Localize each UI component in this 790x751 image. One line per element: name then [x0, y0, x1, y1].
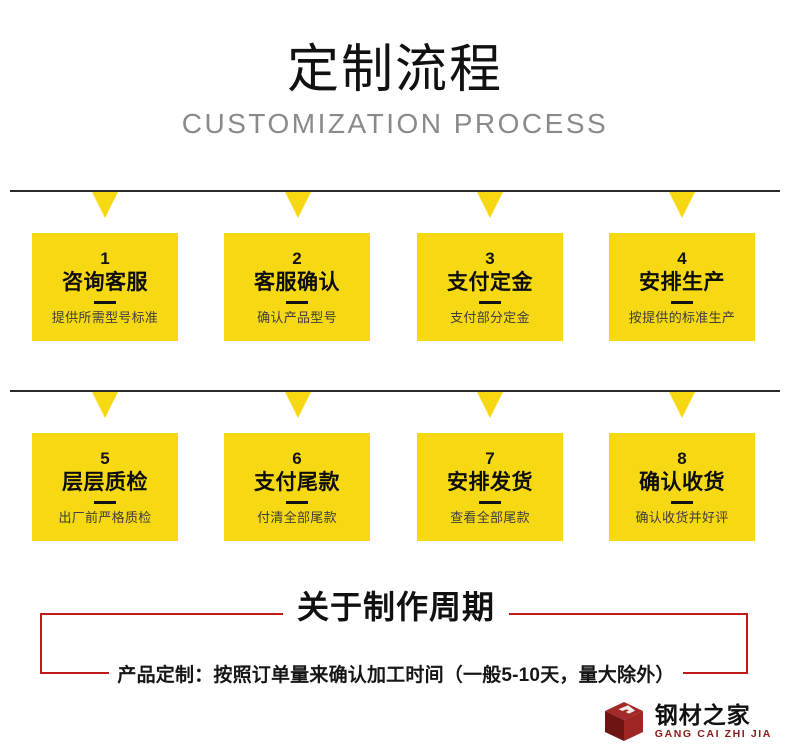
step-description: 出厂前严格质检 [58, 509, 152, 525]
down-arrow-icon [669, 392, 695, 418]
step-card[interactable]: 5 层层质检 出厂前严格质检 [32, 433, 178, 541]
step-number: 4 [677, 248, 687, 268]
step-card[interactable]: 4 安排生产 按提供的标准生产 [609, 233, 755, 341]
production-cycle-box: 关于制作周期 产品定制：按照订单量来确认加工时间（一般5-10天，量大除外） [40, 585, 748, 690]
step-divider [94, 500, 116, 504]
page-subtitle: CUSTOMIZATION PROCESS [181, 108, 609, 139]
step-number: 6 [292, 448, 302, 468]
step-card-group: 1 咨询客服 提供所需型号标准 2 客服确认 确认产品型号 3 支付定金 支付部… [0, 233, 790, 341]
down-arrow-icon [285, 192, 311, 218]
step-title: 支付定金 [447, 270, 533, 294]
step-description: 提供所需型号标准 [51, 309, 159, 325]
row-arrow-group [0, 392, 790, 418]
step-title: 安排发货 [447, 470, 533, 494]
step-card[interactable]: 1 咨询客服 提供所需型号标准 [32, 233, 178, 341]
step-divider [286, 300, 308, 304]
cube-logo-icon [604, 702, 643, 741]
page-title: 定制流程 [286, 41, 503, 99]
page-header: 定制流程 CUSTOMIZATION PROCESS [0, 38, 790, 142]
step-description: 查看全部尾款 [450, 509, 530, 525]
step-title: 安排生产 [639, 270, 725, 294]
down-arrow-icon [92, 192, 118, 218]
step-description: 确认产品型号 [257, 309, 337, 325]
step-number: 1 [100, 248, 110, 268]
down-arrow-icon [669, 192, 695, 218]
production-cycle-note-text: 产品定制：按照订单量来确认加工时间（一般5-10天，量大除外） [109, 662, 683, 690]
step-card[interactable]: 8 确认收货 确认收货并好评 [609, 433, 755, 541]
down-arrow-icon [477, 392, 503, 418]
step-card[interactable]: 6 支付尾款 付清全部尾款 [224, 433, 370, 541]
step-number: 5 [100, 448, 110, 468]
down-arrow-icon [285, 392, 311, 418]
step-card-group: 5 层层质检 出厂前严格质检 6 支付尾款 付清全部尾款 7 安排发货 查看全部… [0, 433, 790, 541]
production-cycle-note: 产品定制：按照订单量来确认加工时间（一般5-10天，量大除外） [42, 662, 750, 690]
step-card[interactable]: 7 安排发货 查看全部尾款 [417, 433, 563, 541]
step-divider [479, 300, 501, 304]
brand-logo[interactable]: 钢材之家 GANG CAI ZHI JIA [602, 701, 772, 743]
step-description: 付清全部尾款 [257, 509, 337, 525]
step-title: 层层质检 [62, 470, 148, 494]
step-description: 按提供的标准生产 [628, 309, 736, 325]
down-arrow-icon [92, 392, 118, 418]
step-divider [286, 500, 308, 504]
brand-logo-text: 钢材之家 GANG CAI ZHI JIA [655, 703, 772, 741]
step-divider [671, 500, 693, 504]
step-description: 支付部分定金 [450, 309, 530, 325]
row-divider-line [10, 390, 780, 392]
production-cycle-heading-text: 关于制作周期 [282, 585, 509, 629]
step-title: 咨询客服 [62, 270, 148, 294]
step-number: 8 [677, 448, 687, 468]
step-divider [479, 500, 501, 504]
step-card[interactable]: 3 支付定金 支付部分定金 [417, 233, 563, 341]
step-description: 确认收货并好评 [635, 509, 729, 525]
production-cycle-heading: 关于制作周期 [42, 585, 750, 629]
step-number: 3 [485, 248, 495, 268]
step-number: 2 [292, 248, 302, 268]
step-card[interactable]: 2 客服确认 确认产品型号 [224, 233, 370, 341]
step-divider [671, 300, 693, 304]
brand-name-cn: 钢材之家 [654, 702, 751, 728]
brand-name-en: GANG CAI ZHI JIA [654, 728, 772, 740]
row-divider-line [10, 190, 780, 192]
step-title: 确认收货 [639, 470, 725, 494]
step-divider [94, 300, 116, 304]
step-title: 客服确认 [254, 270, 340, 294]
row-arrow-group [0, 192, 790, 218]
step-title: 支付尾款 [254, 470, 340, 494]
down-arrow-icon [477, 192, 503, 218]
step-number: 7 [485, 448, 495, 468]
